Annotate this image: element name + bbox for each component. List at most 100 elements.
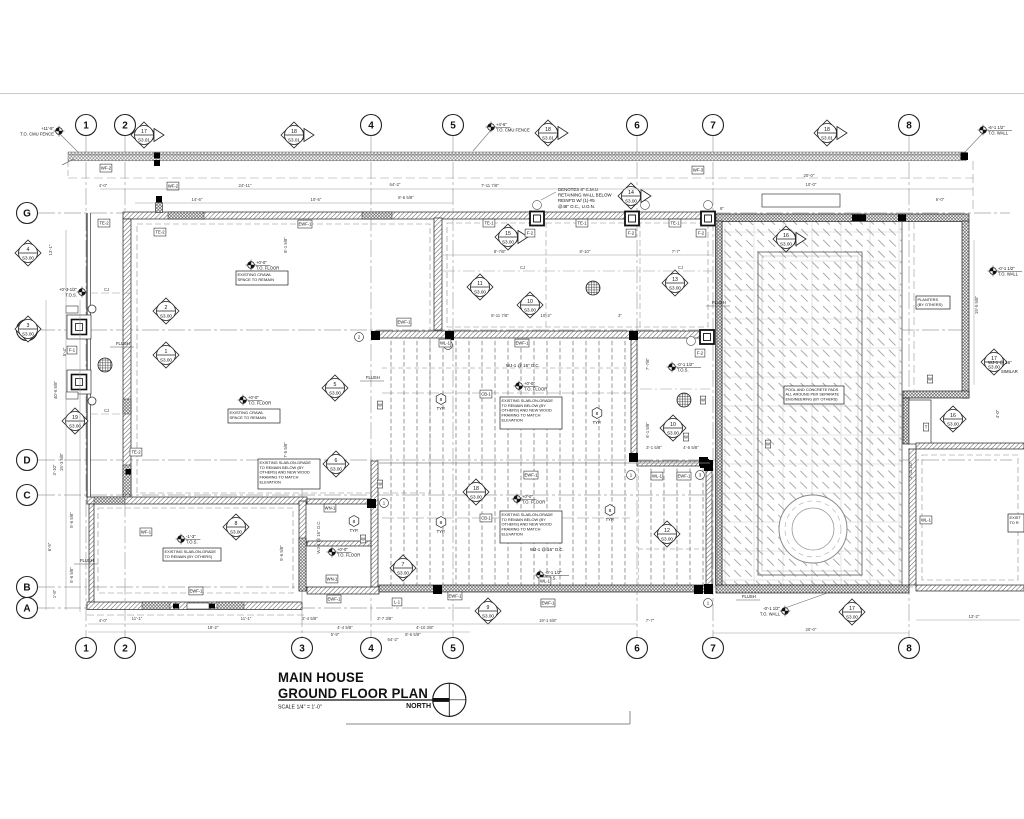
svg-text:6'-0": 6'-0"	[936, 197, 945, 202]
svg-text:10: 10	[670, 422, 676, 428]
svg-text:TE-2: TE-2	[155, 230, 165, 235]
svg-text:2: 2	[122, 643, 128, 654]
svg-text:4'-0": 4'-0"	[99, 618, 108, 623]
svg-text:CB-1: CB-1	[481, 516, 491, 521]
svg-text:8: 8	[235, 521, 238, 527]
svg-text:8: 8	[906, 643, 912, 654]
svg-text:S3.01: S3.01	[138, 138, 150, 143]
svg-text:8: 8	[353, 519, 356, 525]
svg-text:14'-6": 14'-6"	[192, 197, 203, 202]
svg-text:16: 16	[950, 413, 956, 419]
svg-text:T.O. CMU FENCE: T.O. CMU FENCE	[20, 132, 54, 137]
svg-text:WN-1: WN-1	[327, 577, 338, 582]
svg-text:S3.00: S3.00	[988, 365, 1000, 370]
svg-text:T.O.S.: T.O.S.	[186, 540, 198, 545]
svg-text:TO REMAIN BELOW (BY: TO REMAIN BELOW (BY	[502, 403, 547, 408]
svg-text:EXISTING SLAB-ON-GRADE: EXISTING SLAB-ON-GRADE	[260, 460, 312, 465]
svg-text:RETAINING WALL BELOW: RETAINING WALL BELOW	[558, 193, 612, 198]
svg-text:10'-2": 10'-2"	[541, 313, 552, 318]
svg-text:8'-11 7/8": 8'-11 7/8"	[491, 313, 509, 318]
svg-text:TO REMAIN BELOW (BY: TO REMAIN BELOW (BY	[502, 517, 547, 522]
svg-text:S3.00: S3.00	[160, 358, 172, 363]
svg-text:4'-0": 4'-0"	[995, 409, 1000, 418]
svg-text:S3.00: S3.00	[160, 314, 172, 319]
svg-text:S3.00: S3.00	[846, 615, 858, 620]
svg-text:WN-1: WN-1	[325, 506, 336, 511]
svg-text:5'-4": 5'-4"	[62, 347, 67, 356]
svg-text:TE-2: TE-2	[99, 221, 109, 226]
svg-text:3: 3	[27, 323, 30, 329]
svg-text:7: 7	[710, 120, 716, 131]
svg-text:CJ: CJ	[104, 287, 109, 292]
svg-text:@48" O.C., U.O.N.: @48" O.C., U.O.N.	[558, 204, 595, 209]
svg-text:-0'-1 1/2": -0'-1 1/2"	[677, 362, 694, 367]
svg-text:6: 6	[335, 458, 338, 464]
svg-text:SPACE TO REMAIN: SPACE TO REMAIN	[230, 415, 267, 420]
svg-text:S3.00: S3.00	[330, 467, 342, 472]
svg-text:PLANTERS: PLANTERS	[918, 297, 939, 302]
svg-text:FLUSH: FLUSH	[80, 558, 94, 563]
svg-text:4: 4	[27, 247, 30, 253]
svg-text:REINF'D W/ (1)-#5: REINF'D W/ (1)-#5	[558, 198, 595, 203]
svg-text:S3.00: S3.00	[22, 256, 34, 261]
svg-text:12: 12	[664, 528, 670, 534]
svg-text:8'-10": 8'-10"	[580, 249, 591, 254]
svg-text:8'-6 5/8": 8'-6 5/8"	[405, 632, 421, 637]
svg-text:S3.00: S3.00	[329, 391, 341, 396]
svg-text:4'-4 5/8": 4'-4 5/8"	[337, 625, 353, 630]
svg-text:TE-1: TE-1	[484, 221, 494, 226]
svg-text:6: 6	[634, 643, 640, 654]
svg-text:FRAMING TO MATCH: FRAMING TO MATCH	[502, 413, 541, 418]
svg-text:4: 4	[368, 120, 374, 131]
svg-text:3'-7 3/8": 3'-7 3/8"	[377, 616, 393, 621]
svg-text:SPACE TO REMAIN: SPACE TO REMAIN	[238, 277, 275, 282]
svg-text:WL-1: WL-1	[540, 579, 551, 584]
svg-text:TE-1: TE-1	[670, 221, 680, 226]
svg-text:3": 3"	[618, 313, 622, 318]
svg-text:5'-6 5/8": 5'-6 5/8"	[69, 512, 74, 528]
svg-text:2: 2	[358, 335, 361, 340]
svg-text:TYP.: TYP.	[606, 517, 615, 522]
svg-text:7: 7	[402, 562, 405, 568]
svg-text:24'-11": 24'-11"	[238, 183, 251, 188]
svg-text:8'-1 5/8": 8'-1 5/8"	[283, 237, 288, 253]
svg-text:7'-5 5/8": 7'-5 5/8"	[283, 442, 288, 458]
svg-text:CB-1: CB-1	[481, 392, 491, 397]
svg-text:NORTH: NORTH	[406, 703, 431, 710]
svg-text:8'-7/8": 8'-7/8"	[494, 249, 507, 254]
svg-text:+0'-0": +0'-0"	[256, 260, 267, 265]
svg-text:4: 4	[368, 643, 374, 654]
svg-text:FLUSH: FLUSH	[742, 594, 756, 599]
svg-text:W: W	[361, 537, 365, 542]
svg-text:5: 5	[334, 382, 337, 388]
svg-text:1: 1	[83, 643, 89, 654]
svg-text:WL-1: WL-1	[921, 518, 932, 523]
svg-text:S3.00: S3.00	[230, 530, 242, 535]
svg-text:S3.00: S3.00	[397, 571, 409, 576]
svg-text:19: 19	[72, 415, 78, 421]
svg-text:15: 15	[505, 231, 511, 237]
svg-text:19'-5 5/8": 19'-5 5/8"	[974, 295, 979, 314]
svg-text:18: 18	[473, 486, 479, 492]
svg-text:18'-2": 18'-2"	[208, 625, 219, 630]
svg-text:9: 9	[487, 605, 490, 611]
svg-text:WF-2: WF-2	[101, 166, 112, 171]
svg-text:S3.00: S3.00	[502, 240, 514, 245]
svg-text:8: 8	[440, 520, 443, 526]
svg-text:TE-2: TE-2	[131, 450, 141, 455]
svg-text:ELEVATION: ELEVATION	[502, 417, 523, 422]
svg-text:S3.00: S3.00	[524, 308, 536, 313]
svg-text:T.O. FLOOR: T.O. FLOOR	[248, 401, 271, 406]
svg-text:3'-11 1/2": 3'-11 1/2"	[908, 461, 913, 479]
svg-text:-0'-1 1/2": -0'-1 1/2"	[998, 266, 1015, 271]
svg-text:L-1: L-1	[394, 600, 401, 605]
svg-text:S3.00: S3.00	[69, 424, 81, 429]
svg-text:7'-7": 7'-7"	[646, 618, 655, 623]
svg-text:+0'-0": +0'-0"	[522, 494, 533, 499]
svg-text:S3.00: S3.00	[780, 242, 792, 247]
svg-text:A: A	[23, 603, 30, 614]
svg-text:W: W	[701, 398, 705, 403]
svg-text:20'-0": 20'-0"	[804, 173, 815, 178]
svg-text:WF-3: WF-3	[693, 168, 704, 173]
svg-text:11'-1": 11'-1"	[132, 616, 143, 621]
